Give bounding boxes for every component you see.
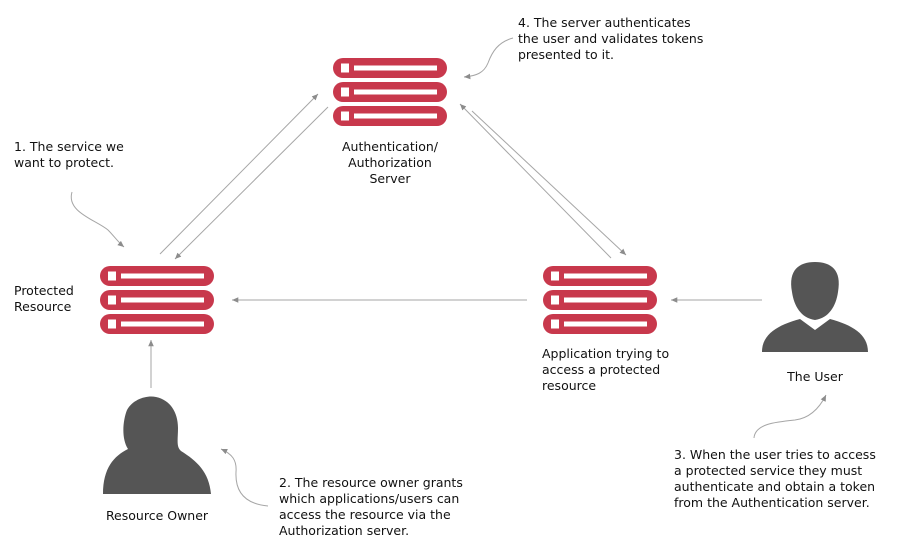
step1-note: 1. The service we want to protect.	[14, 139, 124, 170]
user-person-icon	[762, 262, 868, 352]
resource-owner-person-icon	[103, 396, 211, 494]
protected-resource-label: Protected Resource	[14, 283, 74, 314]
application-server-icon	[543, 266, 657, 334]
step2-note: 2. The resource owner grants which appli…	[279, 475, 463, 538]
auth-server-label: Authentication/ Authorization Server	[342, 139, 438, 186]
note2-curved-arrow	[220, 448, 269, 507]
step4-note: 4. The server authenticates the user and…	[518, 15, 704, 62]
resource-owner-label: Resource Owner	[105, 508, 209, 523]
auth-server-icon	[333, 58, 447, 126]
arrow-auth-to-resource	[174, 106, 329, 260]
arrow-app-to-auth	[459, 103, 612, 259]
application-label: Application trying to access a protected…	[542, 346, 670, 393]
arrow-resource-to-auth	[159, 93, 319, 255]
note1-curved-arrow	[70, 191, 125, 248]
arrow-auth-to-app	[471, 110, 627, 256]
note4-curved-arrow	[463, 37, 514, 80]
note3-curved-arrow	[753, 394, 827, 439]
user-label: The User	[787, 369, 843, 384]
protected-resource-server-icon	[100, 266, 214, 334]
step3-note: 3. When the user tries to access a prote…	[674, 447, 876, 510]
